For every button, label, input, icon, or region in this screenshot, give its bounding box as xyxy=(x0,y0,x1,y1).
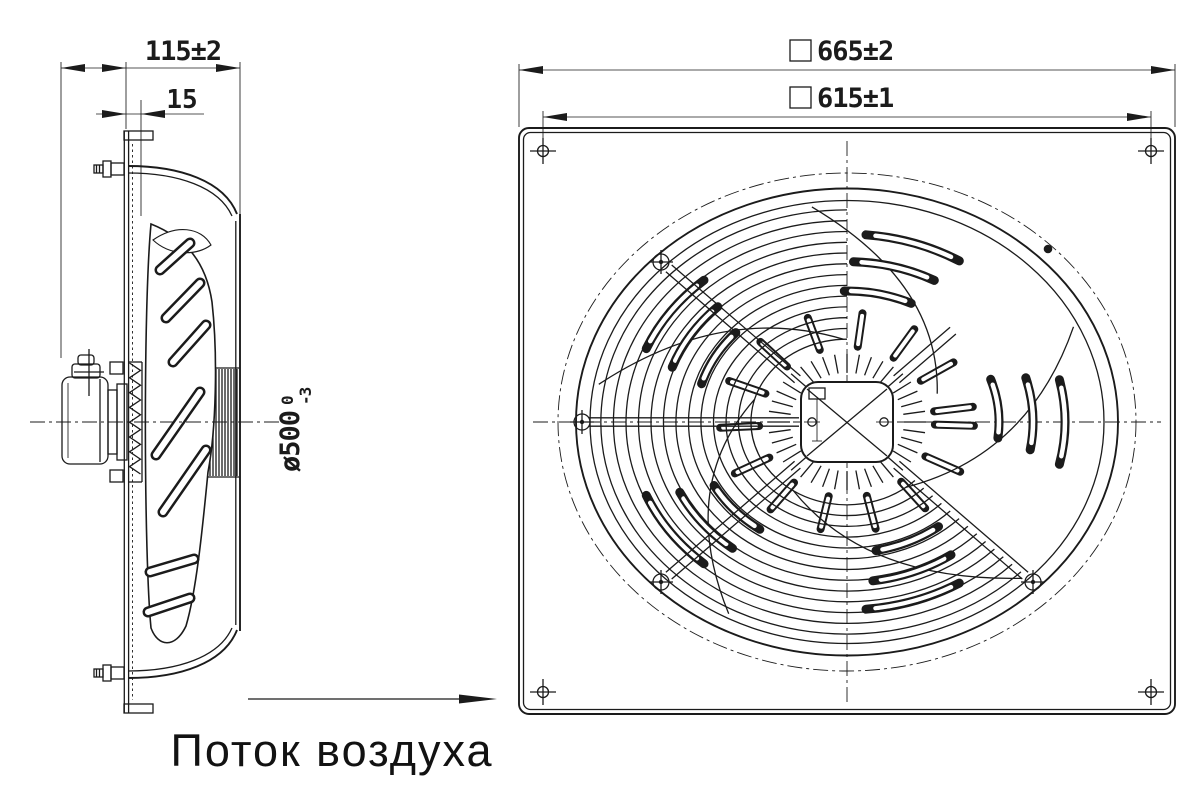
dim-diameter-label: ø500 xyxy=(275,411,306,472)
impeller-blade-edges xyxy=(598,206,1075,615)
dimension-flange-offset: 15 xyxy=(96,85,204,216)
hub xyxy=(768,353,926,491)
square-symbol xyxy=(789,39,812,62)
dimension-hole-spacing: 615±1 xyxy=(542,83,1152,146)
terminal-box xyxy=(71,363,101,379)
square-symbol xyxy=(789,86,812,109)
side-view: 115±2 15 xyxy=(30,36,315,714)
dimension-depth: 115±2 xyxy=(60,36,241,358)
air-flow: Поток воздуха xyxy=(170,694,497,776)
dim-flange-label: 15 xyxy=(166,85,197,115)
guard-grille-rings xyxy=(600,209,1022,635)
guard-spokes xyxy=(570,250,1045,594)
flange-bolts xyxy=(93,160,125,682)
dim-plate-size-label: 665±2 xyxy=(817,36,893,67)
spoke-end-caps xyxy=(570,250,1045,594)
air-flow-label: Поток воздуха xyxy=(170,725,493,776)
hub-fin-ring xyxy=(768,353,926,491)
dimension-plate-size: 665±2 xyxy=(518,36,1176,127)
dim-diameter-upper-tol: 0 xyxy=(278,396,297,405)
mounting-holes xyxy=(530,138,1164,705)
dim-diameter-lower-tol: -3 xyxy=(296,387,315,405)
bell-mouth xyxy=(127,165,241,679)
blade-vent-slots-side xyxy=(142,237,212,618)
dim-depth-label: 115±2 xyxy=(145,36,221,67)
impeller-vent-slots xyxy=(641,230,1070,614)
dim-hole-spacing-label: 615±1 xyxy=(817,83,893,114)
dimension-impeller-diameter: ø500 0 -3 xyxy=(275,387,315,472)
wall-plate xyxy=(518,127,1176,715)
air-flow-arrow-head xyxy=(459,694,497,704)
front-view: 665±2 615±1 xyxy=(518,36,1176,715)
rim-hole-mark xyxy=(1043,244,1053,254)
impeller-blade-profile xyxy=(142,222,217,644)
motor xyxy=(61,349,143,483)
